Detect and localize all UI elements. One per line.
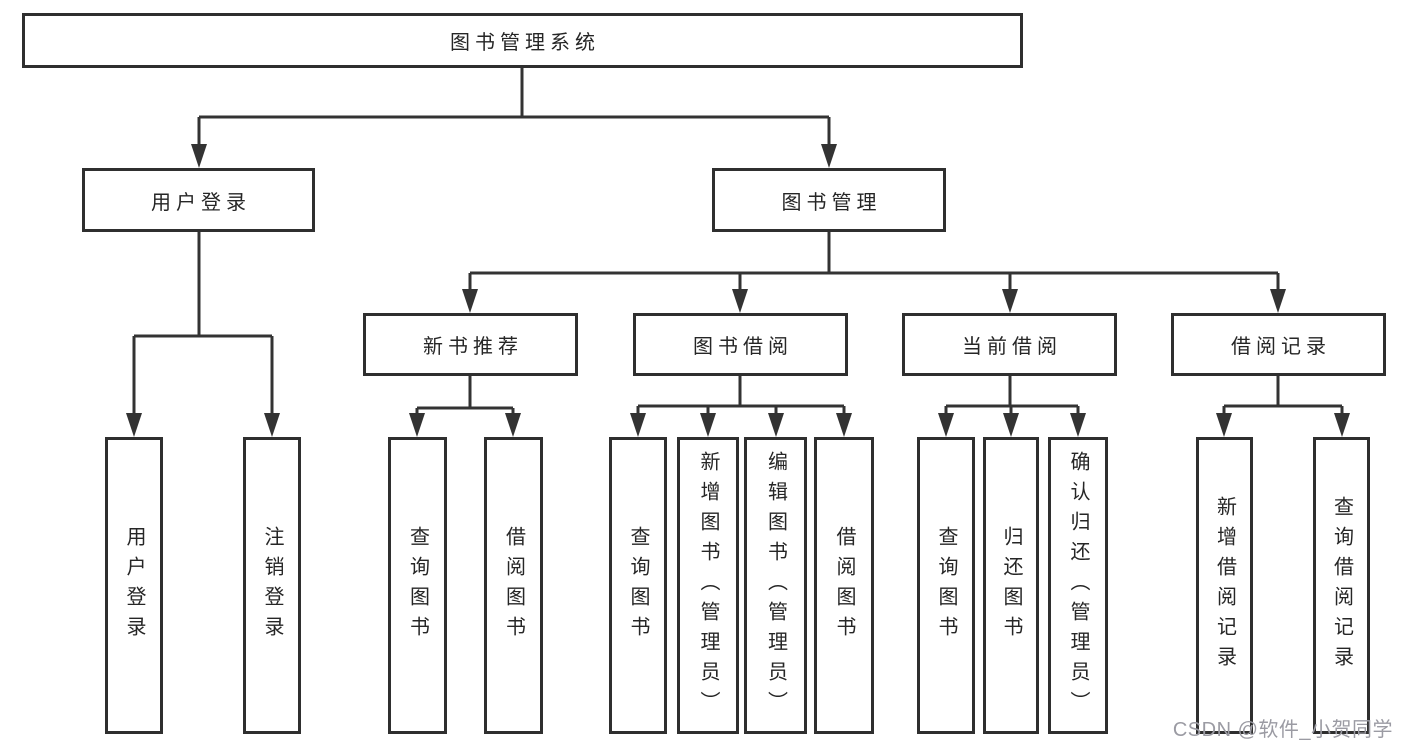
node-new-book-recommendation: 新书推荐 (363, 313, 578, 376)
leaf-add-books-admin: 新增图书（管理员） (677, 437, 739, 734)
node-library-management-system: 图书管理系统 (22, 13, 1023, 68)
node-user-login: 用户登录 (82, 168, 315, 232)
leaf-edit-books-admin: 编辑图书（管理员） (744, 437, 807, 734)
leaf-query-books: 查询图书 (388, 437, 447, 734)
leaf-confirm-return-admin: 确认归还（管理员） (1048, 437, 1108, 734)
node-book-management: 图书管理 (712, 168, 946, 232)
leaf-return-books: 归还图书 (983, 437, 1039, 734)
leaf-user-login: 用户登录 (105, 437, 163, 734)
leaf-borrow-books: 借阅图书 (814, 437, 874, 734)
leaf-query-borrow-record: 查询借阅记录 (1313, 437, 1370, 734)
leaf-label: 借阅图书 (833, 525, 855, 646)
leaf-label: 查询图书 (627, 525, 649, 646)
leaf-label: 编辑图书（管理员） (764, 450, 787, 721)
node-current-borrowing: 当前借阅 (902, 313, 1117, 376)
leaf-label: 用户登录 (123, 525, 145, 646)
leaf-label: 新增借阅记录 (1213, 495, 1236, 676)
leaf-borrow-books: 借阅图书 (484, 437, 543, 734)
leaf-label: 查询借阅记录 (1330, 495, 1353, 676)
leaf-label: 查询图书 (406, 525, 429, 646)
csdn-watermark: CSDN @软件_小贺同学 (1172, 719, 1393, 741)
node-borrowing-records: 借阅记录 (1171, 313, 1386, 376)
leaf-label: 新增图书（管理员） (697, 450, 719, 721)
leaf-label: 归还图书 (1000, 525, 1022, 646)
leaf-query-books: 查询图书 (609, 437, 667, 734)
leaf-label: 注销登录 (261, 525, 283, 646)
leaf-add-borrow-record: 新增借阅记录 (1196, 437, 1253, 734)
leaf-label: 查询图书 (935, 525, 957, 646)
leaf-logout: 注销登录 (243, 437, 301, 734)
leaf-query-books: 查询图书 (917, 437, 975, 734)
node-book-borrowing: 图书借阅 (633, 313, 848, 376)
leaf-label: 确认归还（管理员） (1067, 450, 1089, 721)
leaf-label: 借阅图书 (502, 525, 525, 646)
